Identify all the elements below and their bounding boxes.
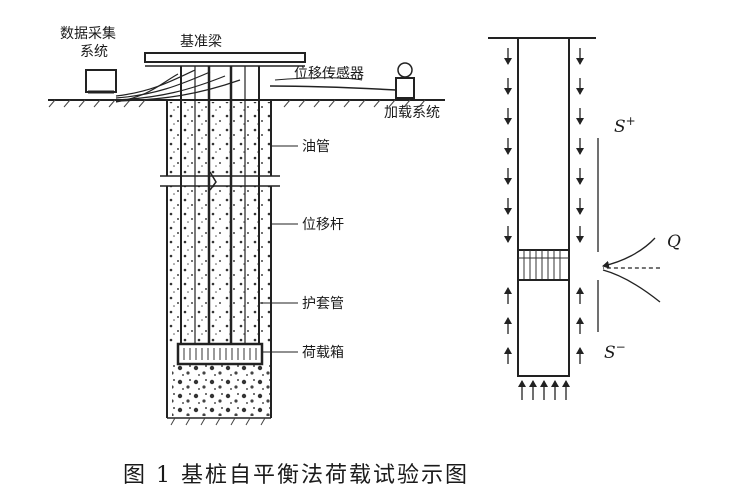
load-box-segment <box>517 249 570 281</box>
upper-friction-arrows <box>504 48 584 243</box>
pump-gauge <box>397 62 413 78</box>
oil-line-to-pump <box>269 85 397 91</box>
force-diagram: S+ S− Q <box>488 37 681 400</box>
load-box-label: 荷载箱 <box>302 345 344 361</box>
load-symbol: Q <box>667 232 681 252</box>
sensor-label: 位移传感器 <box>294 65 364 82</box>
upper-displacement-symbol: S+ <box>614 114 636 137</box>
casing-pipes <box>180 66 260 344</box>
loading-pump <box>395 77 415 99</box>
loading-system-label: 加载系统 <box>384 105 440 121</box>
upper-pile-segment <box>517 37 570 251</box>
data-system-label-1: 数据采集 <box>60 25 116 42</box>
lower-pile-segment <box>517 279 570 377</box>
leader-lines <box>259 145 298 353</box>
load-curves <box>602 237 661 303</box>
pile-toe <box>172 364 270 416</box>
pile-test-setup: 数据采集 系统 基准梁 位移传感器 加载系统 <box>48 25 445 426</box>
load-box-segment-hatch <box>518 250 569 280</box>
figure-caption: 图 1 基桩自平衡法荷载试验示图 <box>123 463 469 488</box>
data-system-label-2: 系统 <box>80 44 108 60</box>
pile-bottom-hatch <box>170 417 266 426</box>
lower-displacement-symbol: S− <box>604 340 626 363</box>
sensor-cables <box>115 69 241 103</box>
beam-label: 基准梁 <box>180 33 222 50</box>
oil-pipe-label: 油管 <box>302 139 330 155</box>
lower-friction-arrows <box>504 287 584 364</box>
ground-hatch <box>48 99 426 108</box>
displacement-rod-label: 位移杆 <box>302 217 344 233</box>
data-acquisition-box <box>85 69 117 93</box>
casing-label: 护套管 <box>302 296 344 312</box>
toe-resistance-arrows <box>518 380 570 400</box>
pile-body-upper <box>167 102 271 344</box>
load-box-hatch <box>183 348 257 360</box>
reference-beam <box>144 52 306 63</box>
